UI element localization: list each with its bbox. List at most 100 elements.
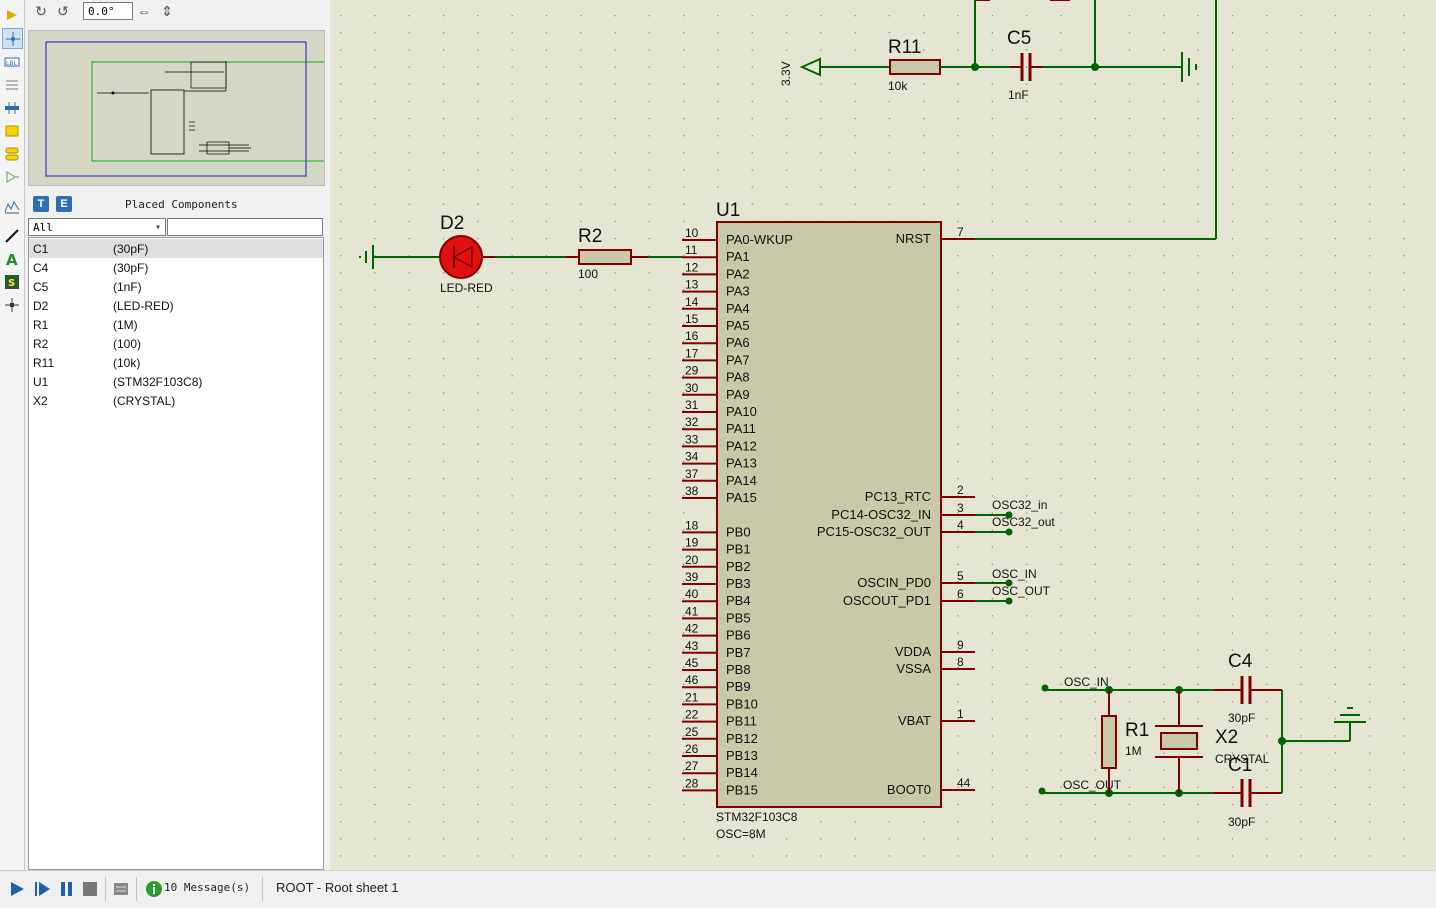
overview-window[interactable]: [28, 30, 333, 186]
component-row-x2[interactable]: X2(CRYSTAL): [29, 391, 323, 410]
info-icon[interactable]: [145, 880, 163, 898]
selection-mode-icon[interactable]: [2, 5, 21, 24]
resistor-r1[interactable]: [1101, 715, 1117, 769]
step-icon[interactable]: [33, 880, 51, 898]
text-draw-icon[interactable]: A: [2, 249, 21, 268]
subcircuit-icon[interactable]: [2, 121, 21, 140]
terminal-icon[interactable]: [2, 144, 21, 163]
component-row-c4[interactable]: C4(30pF): [29, 258, 323, 277]
edit-component-button[interactable]: E: [56, 196, 72, 212]
power-terminal-3v3[interactable]: [799, 57, 821, 77]
bus-mode-icon[interactable]: [2, 98, 21, 117]
component-row-c1[interactable]: C1(30pF): [29, 239, 323, 258]
pin-number: 3: [957, 501, 964, 515]
ground-terminal-led[interactable]: [359, 245, 374, 269]
rotation-input[interactable]: 0.0°: [83, 2, 133, 20]
schematic-canvas[interactable]: 3.3V R11 10k C5 1nF: [330, 0, 1436, 870]
rotate-clockwise-icon[interactable]: ↻: [35, 3, 47, 19]
c1-value: 30pF: [1228, 815, 1255, 829]
symbol-draw-icon[interactable]: S: [2, 272, 21, 291]
component-row-r1[interactable]: R1(1M): [29, 315, 323, 334]
component-search-input[interactable]: [167, 218, 323, 236]
component-row-r11[interactable]: R11(10k): [29, 353, 323, 372]
mirror-vertical-icon[interactable]: ⇕: [161, 3, 173, 19]
component-row-c5[interactable]: C5(1nF): [29, 277, 323, 296]
resistor-r11[interactable]: [889, 59, 941, 75]
stop-icon[interactable]: [81, 880, 99, 898]
graph-icon[interactable]: [2, 196, 21, 215]
component-filter-select[interactable]: All ▾: [28, 218, 166, 236]
terminals-toggle-button[interactable]: T: [33, 196, 49, 212]
log-icon[interactable]: [112, 880, 130, 898]
crystal-x2[interactable]: [1160, 732, 1198, 750]
ground-terminal-top[interactable]: [1181, 52, 1197, 82]
component-ref: R11: [33, 356, 55, 370]
message-count[interactable]: 10 Message(s): [164, 881, 251, 894]
u1-osc: OSC=8M: [716, 827, 766, 841]
marker-icon[interactable]: [2, 295, 21, 314]
line-draw-icon[interactable]: [2, 226, 21, 245]
component-row-u1[interactable]: U1(STM32F103C8): [29, 372, 323, 391]
c5-ref: C5: [1007, 28, 1031, 49]
text-script-icon[interactable]: [2, 75, 21, 94]
component-mode-icon[interactable]: [2, 28, 23, 49]
resistor-r2[interactable]: [578, 249, 632, 265]
u1-body[interactable]: [716, 221, 942, 808]
pin-number: 10: [685, 226, 699, 240]
component-row-d2[interactable]: D2(LED-RED): [29, 296, 323, 315]
component-row-r2[interactable]: R2(100): [29, 334, 323, 353]
pin-icon[interactable]: [2, 167, 21, 186]
rotate-anticlockwise-icon[interactable]: ↺: [57, 3, 69, 19]
pin-name: PA3: [726, 284, 750, 299]
play-icon[interactable]: [8, 880, 26, 898]
schematic-sheet[interactable]: 3.3V R11 10k C5 1nF: [330, 0, 1436, 870]
pause-icon[interactable]: [57, 880, 75, 898]
label-mode-icon[interactable]: LBL: [2, 52, 21, 71]
ground-terminal-osc[interactable]: [1334, 707, 1366, 741]
mirror-horizontal-icon[interactable]: ⇔: [137, 3, 151, 19]
